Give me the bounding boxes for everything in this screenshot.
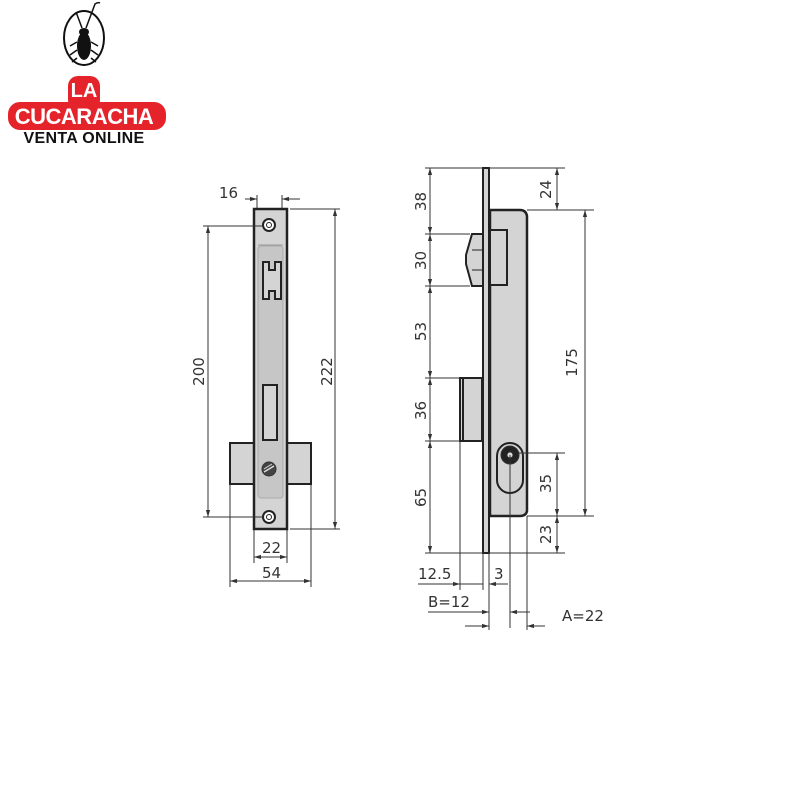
dim-latch-to-bolt: 53	[412, 321, 431, 342]
dim-cylinder-bottom: 23	[537, 524, 556, 545]
logo-text-la: LA	[70, 80, 98, 102]
cockroach-icon	[8, 1, 166, 130]
dim-faceplate-width: 16	[219, 184, 239, 202]
dim-bolt-to-bottom: 65	[412, 487, 431, 508]
front-view	[203, 195, 340, 587]
dim-top-to-latch: 38	[412, 191, 431, 212]
dim-backset-b: B=12	[428, 593, 470, 611]
dim-cylinder-slot: 35	[537, 473, 556, 494]
dim-backset-a: A=22	[562, 607, 604, 625]
dim-body-height: 175	[562, 348, 581, 377]
brand-logo: LA CUCARACHA VENTA ONLINE	[0, 0, 180, 160]
dim-bolt-span: 54	[262, 564, 282, 582]
logo-text-venta-online: VENTA ONLINE	[23, 130, 145, 147]
dim-faceplate-thickness: 3	[494, 565, 504, 583]
dim-top-offset: 24	[537, 179, 556, 200]
side-view	[418, 167, 594, 630]
dim-screw-spacing: 200	[189, 357, 208, 386]
dim-latch-height: 30	[412, 250, 431, 271]
dim-bolt-projection: 12.5	[418, 565, 452, 583]
logo-text-cucaracha: CUCARACHA	[14, 104, 154, 129]
dim-body-width: 22	[262, 539, 282, 557]
dim-bolt-height: 36	[412, 400, 431, 421]
dim-total-height: 222	[317, 357, 336, 386]
